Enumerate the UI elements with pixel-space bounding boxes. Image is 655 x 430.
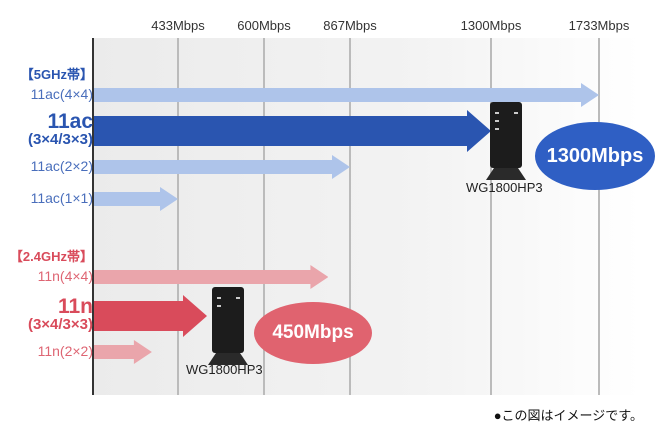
series-label-sub: (3×4/3×3)	[27, 316, 93, 333]
series-label: 11ac(4×4)	[30, 86, 93, 102]
series-label: 11n(4×4)	[37, 268, 93, 284]
bar-arrow	[94, 83, 599, 107]
bar-arrow	[94, 155, 350, 179]
group-title: 【5GHz帯】	[20, 67, 93, 82]
y-axis	[92, 38, 94, 395]
series-label-main: 11ac	[47, 110, 93, 133]
speed-label: 1300Mbps	[546, 144, 644, 167]
tick-label: 867Mbps	[323, 18, 377, 33]
speed-badge-1300: 1300Mbps	[535, 122, 655, 190]
router-image-24ghz	[208, 285, 248, 365]
series-label-main: 11n	[57, 295, 93, 318]
bar-arrow	[94, 340, 152, 364]
tick-label: 1300Mbps	[460, 18, 522, 33]
bar-arrow	[94, 187, 178, 211]
tick-label: 433Mbps	[151, 18, 205, 33]
image-note: ●この図はイメージです。	[493, 408, 643, 423]
group-title: 【2.4GHz帯】	[9, 249, 93, 264]
gridline	[490, 38, 492, 395]
series-label: 11ac(3×4/3×3)	[28, 111, 93, 147]
speed-label: 450Mbps	[272, 322, 354, 343]
tick-label: 600Mbps	[237, 18, 291, 33]
gridline	[349, 38, 351, 395]
series-label: 11n(3×4/3×3)	[28, 296, 93, 332]
model-label: WG1800HP3	[466, 180, 543, 195]
series-label-sub: (3×4/3×3)	[27, 131, 93, 148]
series-label: 11n(2×2)	[37, 343, 93, 359]
series-label: 11ac(1×1)	[30, 190, 93, 206]
bar-arrow	[94, 265, 329, 289]
gridline	[263, 38, 265, 395]
series-label: 11ac(2×2)	[30, 158, 93, 174]
tick-label: 1733Mbps	[568, 18, 630, 33]
bar-arrow	[94, 295, 207, 337]
speed-badge-450: 450Mbps	[254, 302, 372, 364]
router-image-5ghz	[486, 100, 526, 180]
gridline	[177, 38, 179, 395]
model-label: WG1800HP3	[186, 362, 263, 377]
bar-arrow	[94, 110, 491, 152]
gridline	[598, 38, 600, 395]
